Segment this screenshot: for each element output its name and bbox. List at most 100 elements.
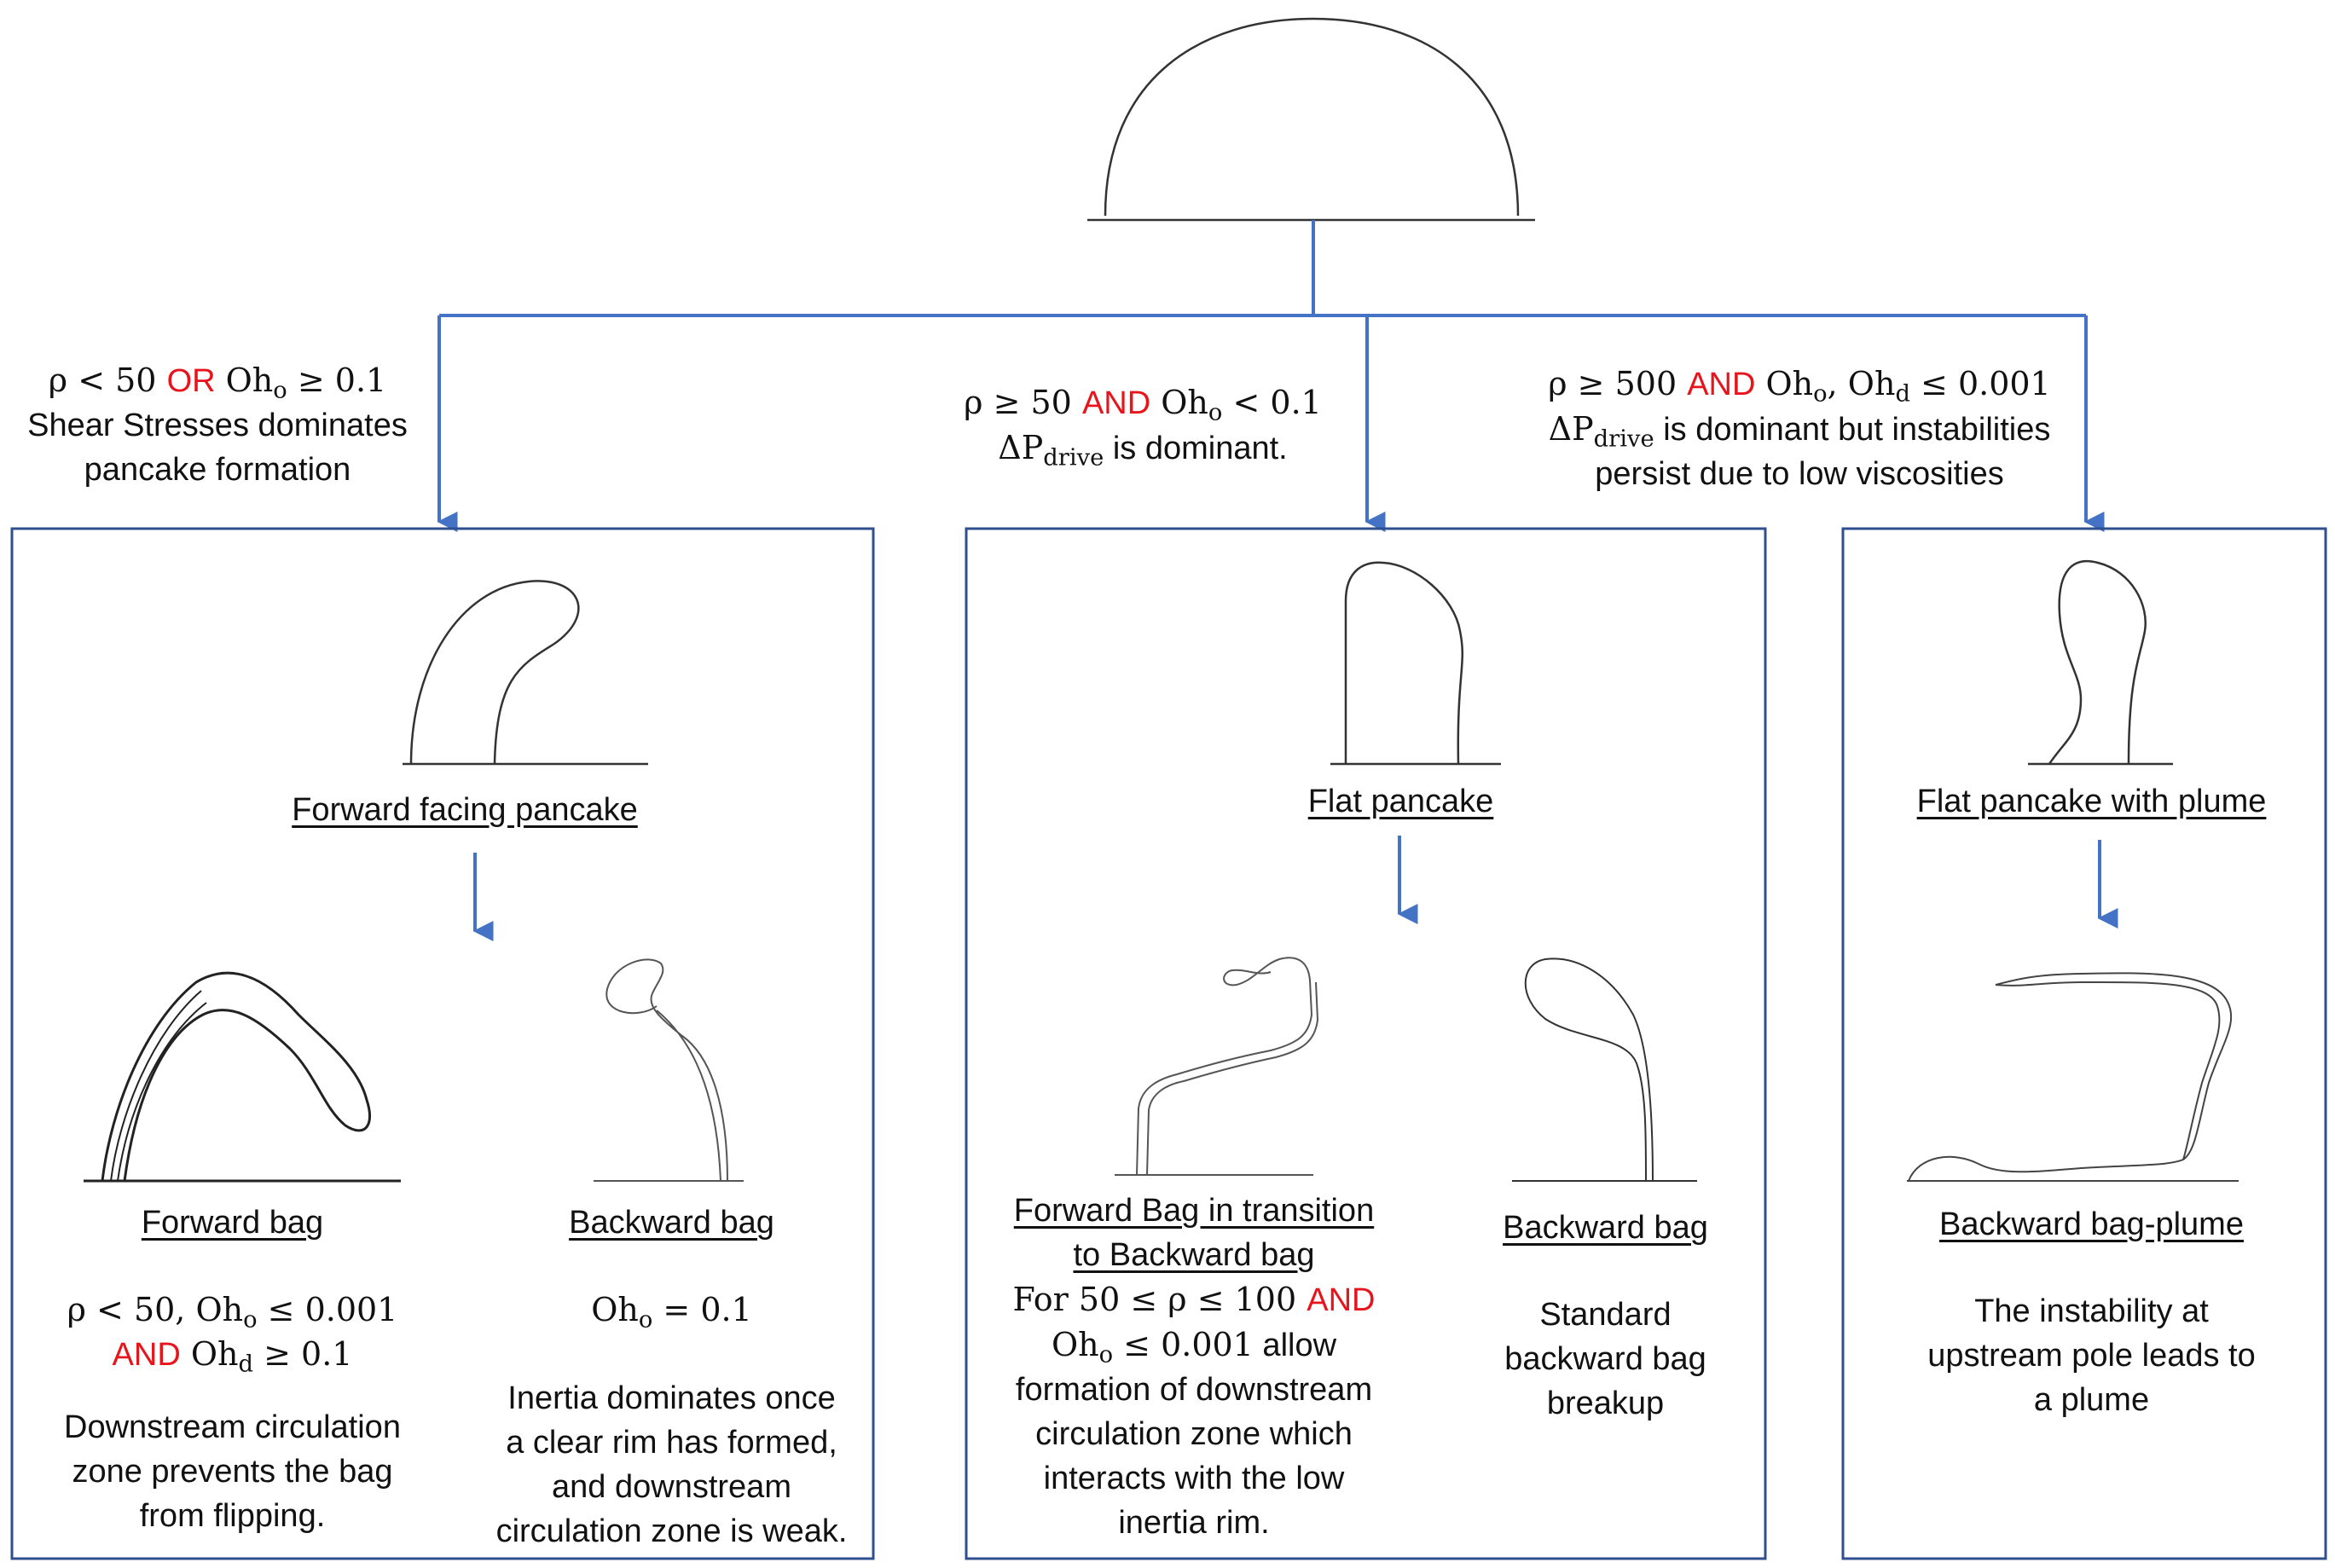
desc-line: inertia rim. (1118, 1505, 1270, 1541)
forward-facing-pancake-shape (403, 580, 648, 766)
cond-part: ≤ 0.001 (1909, 365, 2051, 402)
forward-bag-conditions: ρ < 50, Oho ≤ 0.001 AND Ohd ≥ 0.1 (26, 1287, 439, 1377)
desc-line: upstream pole leads to (1927, 1338, 2256, 1374)
branch-right-desc-1: ΔPdrive is dominant but instabilities (1501, 407, 2098, 452)
desc-line: circulation zone is weak. (495, 1513, 848, 1549)
cond-subscript: o (243, 1306, 258, 1334)
cond-subscript: o (273, 377, 287, 404)
desc-line: The instability at (1974, 1293, 2209, 1329)
backward-bag-label-box2: Backward bag (1503, 1210, 1708, 1246)
cond-part: For 50 ≤ ρ ≤ 100 (1012, 1281, 1307, 1318)
branch-right-label: ρ ≥ 500 AND Oho, Ohd ≤ 0.001 ΔPdrive is … (1501, 362, 2098, 496)
cond-subscript: o (1208, 399, 1223, 426)
backward-bag-plume-shape (1907, 972, 2239, 1182)
branch-middle-condition: ρ ≥ 50 AND Oho < 0.1 (947, 380, 1339, 425)
box-plume-frame (1841, 527, 2327, 1560)
branch-left-desc-1: Shear Stresses dominates (27, 408, 408, 443)
cond-part: ρ < 50, Oh (67, 1291, 244, 1328)
backward-bag-shape-box1 (594, 958, 744, 1182)
delta-p-symbol: ΔP (1548, 410, 1594, 448)
backward-bag-shape-box2 (1512, 958, 1697, 1182)
backward-bag-description-box1: Inertia dominates once a clear rim has f… (478, 1376, 866, 1554)
transition-bag-block: Forward Bag in transition to Backward ba… (972, 1189, 1416, 1545)
transition-bag-cond-2: Oho ≤ 0.001 allow (972, 1322, 1416, 1368)
desc-line: from flipping. (139, 1498, 326, 1534)
transition-bag-cond-1: For 50 ≤ ρ ≤ 100 AND (972, 1277, 1416, 1322)
backward-bag-label-box1: Backward bag (569, 1205, 774, 1241)
cond-part: Oh (215, 362, 274, 399)
backward-bag-description-box2: Standard backward bag breakup (1484, 1293, 1727, 1426)
branch-middle-label: ρ ≥ 50 AND Oho < 0.1 ΔPdrive is dominant… (947, 380, 1339, 471)
box-low-density-frame (10, 527, 875, 1560)
desc-text: is dominant but instabilities (1654, 412, 2051, 448)
desc-line: Inertia dominates once (507, 1380, 836, 1416)
flat-pancake-label: Flat pancake (1307, 784, 1494, 819)
branch-left-condition: ρ < 50 OR Oho ≥ 0.1 (9, 358, 426, 403)
desc-text: allow (1253, 1328, 1337, 1363)
branch-left-label: ρ < 50 OR Oho ≥ 0.1 Shear Stresses domin… (9, 358, 426, 492)
cond-part: ≥ 0.1 (253, 1335, 353, 1373)
flat-pancake-shape (1330, 561, 1501, 766)
desc-text: is dominant. (1104, 431, 1288, 466)
cond-part: , Oh (1827, 365, 1896, 402)
forward-bag-cond-2: AND Ohd ≥ 0.1 (26, 1332, 439, 1377)
transition-bag-label-1: Forward Bag in transition (1013, 1193, 1375, 1229)
cond-part: ρ < 50 (48, 362, 167, 399)
transition-bag-shape (1115, 957, 1319, 1176)
desc-line: backward bag (1504, 1341, 1706, 1377)
desc-line: breakup (1546, 1386, 1665, 1421)
desc-line: and downstream (552, 1469, 791, 1505)
cond-part: Oh (1150, 384, 1208, 421)
desc-line: formation of downstream (1015, 1372, 1373, 1408)
flat-pancake-plume-shape (2028, 560, 2173, 766)
forward-bag-cond-1: ρ < 50, Oho ≤ 0.001 (26, 1287, 439, 1332)
desc-line: circulation zone which (1035, 1416, 1353, 1452)
box-dominant-pressure-frame (965, 527, 1767, 1560)
tree-connectors (437, 220, 2118, 941)
cond-part: < 0.1 (1222, 384, 1322, 421)
desc-line: zone prevents the bag (72, 1454, 393, 1490)
cond-operator: AND (1687, 367, 1756, 402)
forward-facing-pancake-label: Forward facing pancake (292, 792, 638, 828)
cond-part: ρ ≥ 500 (1548, 365, 1688, 402)
cond-operator: AND (1081, 385, 1151, 421)
cond-part: ≤ 0.001 (1113, 1326, 1254, 1363)
cond-part: Oh (591, 1291, 639, 1328)
forward-bag-shape (84, 971, 401, 1183)
delta-p-symbol: ΔP (998, 429, 1044, 466)
desc-line: interacts with the low (1043, 1461, 1345, 1496)
backward-bag-condition-box1: Oho = 0.1 (512, 1287, 831, 1332)
desc-line: a plume (2033, 1382, 2150, 1418)
cond-subscript: o (638, 1306, 653, 1334)
cond-part: = 0.1 (652, 1291, 752, 1328)
cond-part: ≥ 0.1 (287, 362, 387, 399)
cond-operator: AND (1307, 1282, 1376, 1318)
delta-p-subscript: drive (1593, 425, 1654, 453)
cond-part: Oh (180, 1335, 239, 1373)
cond-subscript: o (1813, 380, 1828, 408)
branch-left-desc-2: pancake formation (84, 452, 351, 488)
desc-line: a clear rim has formed, (506, 1425, 837, 1461)
backward-bag-plume-label: Backward bag-plume (1939, 1206, 2244, 1242)
cond-part: ρ ≥ 50 (964, 384, 1082, 421)
branch-right-desc-2: persist due to low viscosities (1595, 456, 2004, 492)
cond-subscript: d (1895, 380, 1910, 408)
forward-bag-description: Downstream circulation zone prevents the… (26, 1405, 439, 1538)
transition-bag-label-2: to Backward bag (1073, 1237, 1315, 1273)
forward-bag-label: Forward bag (141, 1205, 324, 1241)
flat-pancake-plume-label: Flat pancake with plume (1916, 784, 2267, 819)
cond-part: ≤ 0.001 (257, 1291, 398, 1328)
delta-p-subscript: drive (1043, 444, 1104, 472)
cond-operator: AND (112, 1337, 181, 1373)
branch-right-condition: ρ ≥ 500 AND Oho, Ohd ≤ 0.001 (1501, 362, 2098, 407)
branch-middle-desc: ΔPdrive is dominant. (947, 425, 1339, 471)
droplet-hemisphere-outline (1104, 17, 1520, 217)
cond-part: Oh (1755, 365, 1814, 402)
desc-line: Standard (1539, 1297, 1672, 1333)
cond-operator: OR (166, 363, 216, 399)
cond-subscript: d (238, 1351, 254, 1378)
cond-part: Oh (1051, 1326, 1099, 1363)
backward-bag-plume-description: The instability at upstream pole leads t… (1876, 1289, 2307, 1422)
desc-line: Downstream circulation (64, 1409, 401, 1445)
